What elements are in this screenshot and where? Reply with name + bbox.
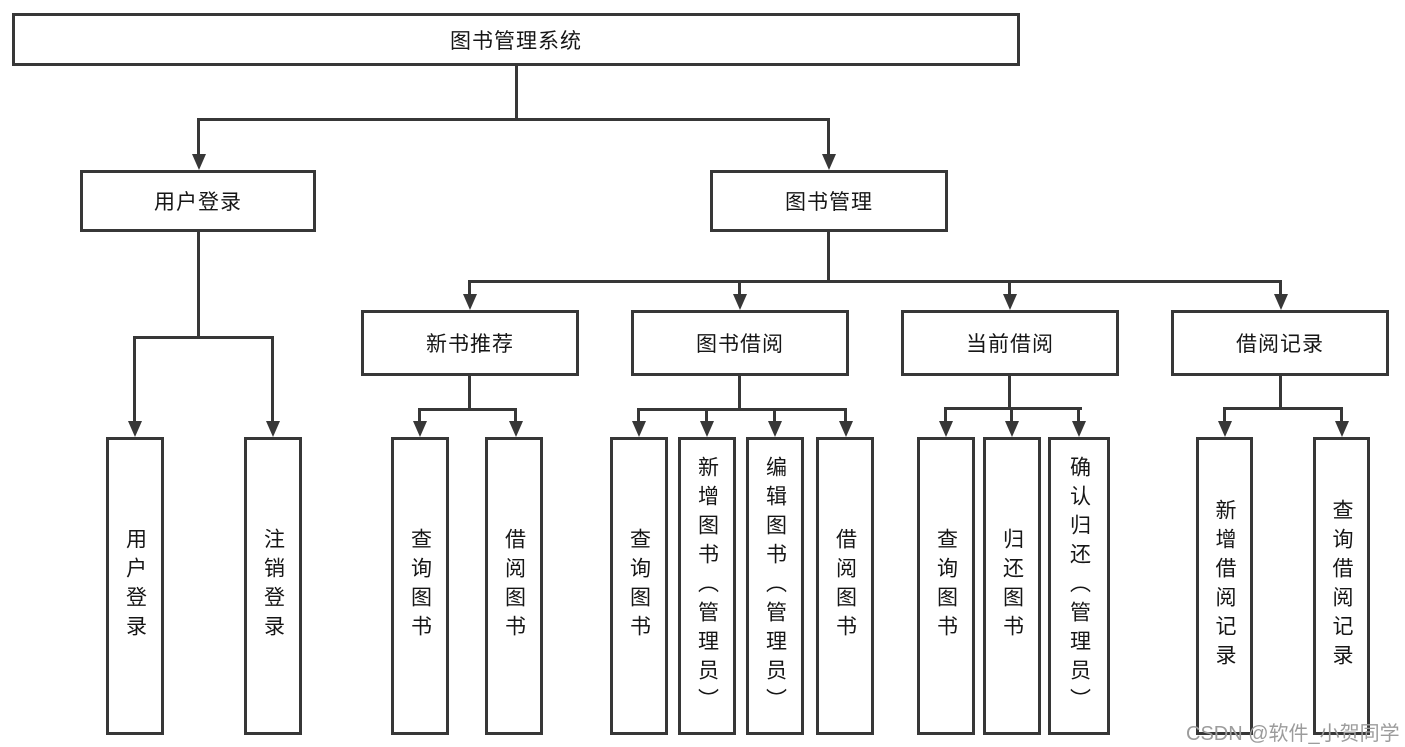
leaf-add-book-admin-label: 新增图书（管理员） [695, 455, 719, 717]
node-borrow-record: 借阅记录 [1171, 310, 1389, 376]
arrowhead-down-icon [1335, 421, 1349, 437]
connector-line [133, 336, 274, 339]
connector-line [418, 408, 421, 423]
connector-line [515, 66, 518, 118]
leaf-edit-book-admin: 编辑图书（管理员） [746, 437, 804, 735]
leaf-logout-label: 注销登录 [261, 528, 285, 644]
connector-line [1077, 407, 1080, 423]
leaf-query-borrow-record-label: 查询借阅记录 [1330, 499, 1353, 673]
connector-line [418, 408, 517, 411]
connector-line [827, 232, 830, 280]
connector-line [738, 280, 741, 296]
connector-line [271, 336, 274, 422]
arrowhead-down-icon [700, 421, 714, 437]
csdn-watermark: CSDN @软件_小贺同学 [1186, 723, 1400, 745]
connector-line [1010, 407, 1013, 423]
arrowhead-down-icon [822, 154, 836, 170]
connector-line [844, 408, 847, 423]
arrowhead-down-icon [1274, 294, 1288, 310]
connector-line [1279, 280, 1282, 296]
connector-line [738, 376, 741, 408]
leaf-confirm-return-admin-label: 确认归还（管理员） [1067, 455, 1091, 717]
leaf-add-book-admin: 新增图书（管理员） [678, 437, 736, 735]
node-new-book-recommend: 新书推荐 [361, 310, 579, 376]
connector-line [1340, 407, 1343, 423]
leaf-return-book: 归还图书 [983, 437, 1041, 735]
arrowhead-down-icon [128, 421, 142, 437]
arrowhead-down-icon [192, 154, 206, 170]
arrowhead-down-icon [768, 421, 782, 437]
leaf-logout: 注销登录 [244, 437, 302, 735]
leaf-edit-book-admin-label: 编辑图书（管理员） [763, 455, 787, 717]
node-new-book-recommend-label: 新书推荐 [426, 333, 514, 356]
connector-line [827, 118, 830, 156]
arrowhead-down-icon [839, 421, 853, 437]
connector-line [773, 408, 776, 423]
connector-line [514, 408, 517, 423]
arrowhead-down-icon [509, 421, 523, 437]
leaf-query-books-2-label: 查询图书 [627, 528, 651, 644]
leaf-query-books-2: 查询图书 [610, 437, 668, 735]
arrowhead-down-icon [733, 294, 747, 310]
node-borrow-record-label: 借阅记录 [1236, 333, 1324, 356]
leaf-query-books-3-label: 查询图书 [934, 528, 958, 644]
arrowhead-down-icon [1218, 421, 1232, 437]
node-current-borrow: 当前借阅 [901, 310, 1119, 376]
connector-line [944, 407, 1082, 410]
leaf-borrow-books-1: 借阅图书 [485, 437, 543, 735]
leaf-borrow-books-1-label: 借阅图书 [502, 528, 526, 644]
node-current-borrow-label: 当前借阅 [966, 333, 1054, 356]
leaf-user-login: 用户登录 [106, 437, 164, 735]
node-root: 图书管理系统 [12, 13, 1020, 66]
leaf-query-books-1: 查询图书 [391, 437, 449, 735]
node-user-login: 用户登录 [80, 170, 316, 232]
arrowhead-down-icon [939, 421, 953, 437]
connector-line [468, 280, 471, 296]
connector-line [1279, 376, 1282, 407]
node-root-label: 图书管理系统 [450, 29, 582, 53]
leaf-query-books-3: 查询图书 [917, 437, 975, 735]
node-user-login-label: 用户登录 [154, 191, 242, 214]
connector-line [1008, 376, 1011, 407]
arrowhead-down-icon [1005, 421, 1019, 437]
arrowhead-down-icon [266, 421, 280, 437]
leaf-add-borrow-record-label: 新增借阅记录 [1213, 499, 1236, 673]
arrowhead-down-icon [463, 294, 477, 310]
connector-line [1223, 407, 1226, 423]
arrowhead-down-icon [632, 421, 646, 437]
connector-line [705, 408, 708, 423]
node-book-borrow-label: 图书借阅 [696, 333, 784, 356]
connector-line [468, 280, 1282, 283]
connector-line [637, 408, 640, 423]
node-book-management: 图书管理 [710, 170, 948, 232]
leaf-return-book-label: 归还图书 [1000, 528, 1024, 644]
leaf-query-borrow-record: 查询借阅记录 [1313, 437, 1370, 735]
leaf-add-borrow-record: 新增借阅记录 [1196, 437, 1253, 735]
connector-line [1223, 407, 1343, 410]
connector-line [468, 376, 471, 408]
connector-line [637, 408, 847, 411]
leaf-borrow-books-2: 借阅图书 [816, 437, 874, 735]
leaf-user-login-label: 用户登录 [123, 528, 147, 644]
connector-line [133, 336, 136, 422]
connector-line [197, 118, 200, 156]
leaf-query-books-1-label: 查询图书 [408, 528, 432, 644]
node-book-borrow: 图书借阅 [631, 310, 849, 376]
leaf-borrow-books-2-label: 借阅图书 [833, 528, 857, 644]
connector-line [197, 232, 200, 336]
leaf-confirm-return-admin: 确认归还（管理员） [1048, 437, 1110, 735]
arrowhead-down-icon [413, 421, 427, 437]
arrowhead-down-icon [1003, 294, 1017, 310]
connector-line [1008, 280, 1011, 296]
node-book-management-label: 图书管理 [785, 191, 873, 214]
connector-line [197, 118, 830, 121]
arrowhead-down-icon [1072, 421, 1086, 437]
connector-line [944, 407, 947, 423]
